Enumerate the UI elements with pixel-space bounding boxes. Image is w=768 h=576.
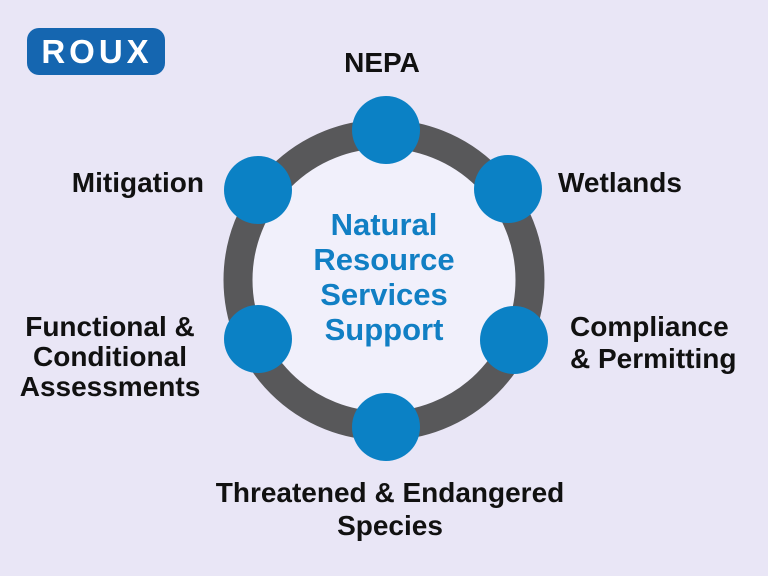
node-mitigation: [224, 156, 292, 224]
label-nepa: NEPA: [344, 47, 420, 78]
node-functional-conditional-assessments: [224, 305, 292, 373]
inner-circle-background: [238, 134, 530, 426]
diagram-center-title: Natural Resource Services Support: [313, 207, 455, 347]
label-functional-conditional-assessments: Functional & Conditional Assessments: [19, 311, 201, 402]
node-compliance-permitting: [480, 306, 548, 374]
node-nepa: [352, 96, 420, 164]
label-wetlands: Wetlands: [558, 167, 682, 198]
label-mitigation: Mitigation: [71, 167, 204, 198]
roux-logo: ROUX: [27, 28, 165, 75]
label-compliance-permitting: Compliance & Permitting: [570, 311, 737, 374]
label-threatened-endangered-species: Threatened & Endangered Species: [215, 477, 565, 541]
node-threatened-endangered-species: [352, 393, 420, 461]
node-wetlands: [474, 155, 542, 223]
